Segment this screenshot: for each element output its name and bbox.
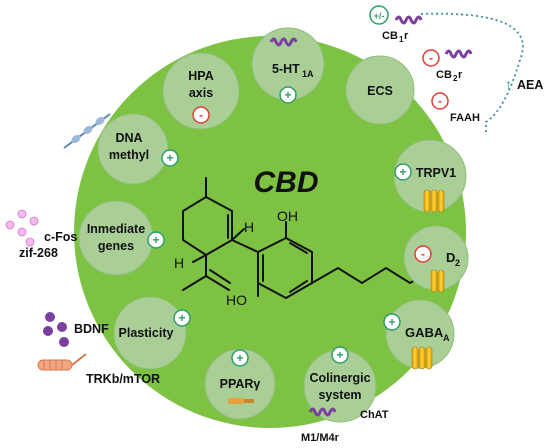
gaba-label: GABA xyxy=(405,325,444,340)
receptor-purple-icon xyxy=(269,37,298,47)
cb1-label: CB xyxy=(382,30,398,42)
genes-line1: Inmediate xyxy=(87,222,145,236)
receptor-purple-icon xyxy=(308,407,337,417)
cb2-suffix: r xyxy=(458,69,463,81)
node-ppar-gamma: PPARγ + xyxy=(204,348,276,420)
cb2-sub: 2 xyxy=(453,74,458,83)
node-trpv1: TRPV1 + xyxy=(393,139,467,213)
cbd-title: CBD xyxy=(254,166,319,199)
node-inmediate-genes: Inmediate genes + xyxy=(78,200,165,276)
hpa-line2: axis xyxy=(189,86,213,100)
hpa-line1: HPA xyxy=(188,69,213,83)
receptor-purple-icon xyxy=(444,49,473,59)
node-colinergic-system: Colinergic system ChAT + xyxy=(303,346,389,423)
svg-text:-: - xyxy=(438,94,442,108)
svg-text:+: + xyxy=(152,233,159,247)
faah-label: FAAH xyxy=(450,112,480,124)
dna-line2: methyl xyxy=(109,148,149,162)
trkb-label: TRKb/mTOR xyxy=(86,372,160,386)
dna-strand-icon xyxy=(63,113,111,149)
channel-icon xyxy=(430,269,445,293)
h-left-label: H xyxy=(174,255,184,271)
ecs-targets: +/- CB 1 r - CB 2 r - FAAH ↑ AEA xyxy=(369,5,543,132)
zif-label: zif-268 xyxy=(19,246,58,260)
svg-text:+: + xyxy=(178,311,185,325)
genes-line2: genes xyxy=(98,239,134,253)
svg-text:+: + xyxy=(236,351,243,365)
svg-text:-: - xyxy=(421,247,425,261)
m1m4-label: M1/M4r xyxy=(301,432,340,444)
receptor-orange-icon xyxy=(228,398,254,404)
plus-icon xyxy=(161,149,179,167)
gaba-sub: A xyxy=(443,333,450,343)
plus-icon xyxy=(173,309,191,327)
svg-text:+: + xyxy=(284,88,291,102)
minus-icon xyxy=(422,49,440,67)
5ht-sub: 1A xyxy=(302,69,314,79)
h-top-label: H xyxy=(244,219,254,235)
channel-icon xyxy=(411,346,433,370)
dna-line1: DNA xyxy=(115,131,142,145)
immediate-genes-dots-icon xyxy=(5,209,39,247)
plus-minus-icon xyxy=(369,5,389,25)
d2-sub: 2 xyxy=(455,258,460,268)
oh-bottom-label: HO xyxy=(226,292,247,308)
chat-label: ChAT xyxy=(360,409,389,421)
cb1-suffix: r xyxy=(404,30,409,42)
plasticity-label: Plasticity xyxy=(119,326,174,340)
dotted-connector xyxy=(420,12,524,132)
cb2-label: CB xyxy=(436,69,452,81)
receptor-purple-icon xyxy=(394,15,423,25)
svg-text:+/-: +/- xyxy=(374,11,385,21)
ppar-label: PPARγ xyxy=(220,377,261,391)
oh-top-label: OH xyxy=(277,208,298,224)
plus-icon xyxy=(147,231,165,249)
cfos-label: c-Fos xyxy=(44,230,77,244)
svg-text:+: + xyxy=(166,151,173,165)
ecs-label: ECS xyxy=(367,84,393,98)
svg-text:-: - xyxy=(429,51,433,65)
trpv1-label: TRPV1 xyxy=(416,166,456,180)
colinergic-line2: system xyxy=(318,388,361,402)
aea-label: AEA xyxy=(517,78,543,92)
d2-label: D xyxy=(446,250,455,265)
node-d2: D 2 - xyxy=(403,225,469,293)
colinergic-line1: Colinergic xyxy=(309,371,370,385)
up-arrow-icon: ↑ xyxy=(505,76,512,92)
node-5ht1a: 5-HT 1A + xyxy=(251,27,325,104)
plus-icon xyxy=(279,86,297,104)
channel-icon xyxy=(423,189,445,213)
plus-icon xyxy=(383,313,401,331)
svg-text:-: - xyxy=(199,108,203,122)
node-hpa-axis: HPA axis - xyxy=(162,52,240,130)
node-dna-methyl: DNA methyl + xyxy=(97,113,179,185)
plus-icon xyxy=(394,163,412,181)
node-ecs: ECS xyxy=(345,55,415,125)
5ht-line1: 5-HT xyxy=(272,62,300,76)
node-plasticity: Plasticity + xyxy=(113,296,191,370)
node-gabaa: GABA A + xyxy=(383,299,455,370)
bdnf-label: BDNF xyxy=(74,322,109,336)
svg-text:+: + xyxy=(388,315,395,329)
minus-icon xyxy=(414,245,432,263)
svg-text:+: + xyxy=(336,348,343,362)
minus-icon xyxy=(192,106,210,124)
plus-icon xyxy=(231,349,249,367)
plus-icon xyxy=(331,346,349,364)
svg-text:+: + xyxy=(399,165,406,179)
cb1-sub: 1 xyxy=(399,35,404,44)
bdnf-icon xyxy=(43,312,69,347)
trkb-receptor-icon xyxy=(37,353,87,371)
minus-icon xyxy=(431,92,449,110)
